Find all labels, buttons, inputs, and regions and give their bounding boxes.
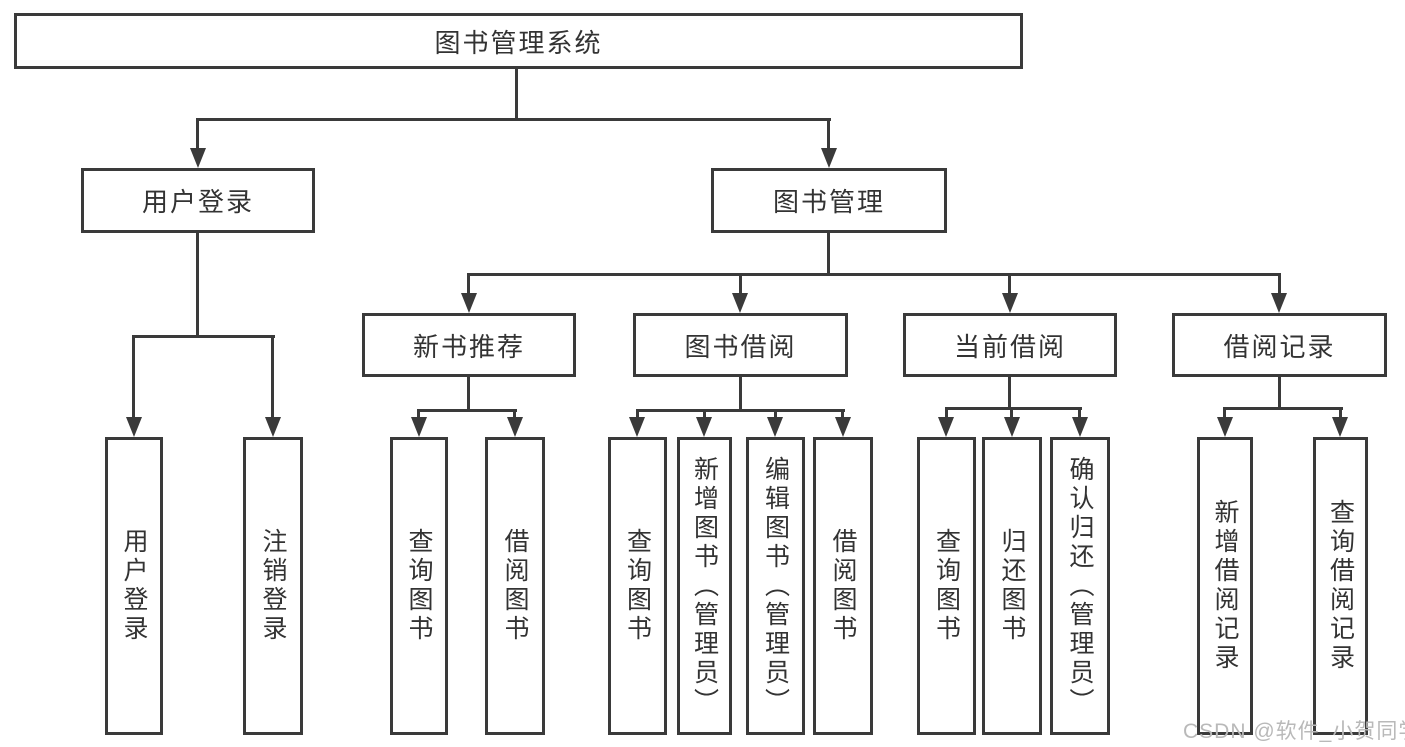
connector-line xyxy=(196,118,199,150)
arrowhead-down-icon xyxy=(265,417,281,437)
connector-line xyxy=(1223,407,1226,417)
connector-line xyxy=(1278,377,1281,407)
arrowhead-down-icon xyxy=(507,417,523,437)
connector-line xyxy=(271,335,274,417)
connector-line xyxy=(945,407,948,417)
connector-line xyxy=(703,409,706,417)
leaf-query-books-borrow: 查询图书 xyxy=(608,437,667,735)
connector-line xyxy=(132,335,275,338)
node-root: 图书管理系统 xyxy=(14,13,1023,69)
leaf-query-books-current: 查询图书 xyxy=(917,437,976,735)
arrowhead-down-icon xyxy=(1004,417,1020,437)
arrowhead-down-icon xyxy=(767,417,783,437)
connector-line xyxy=(1008,273,1011,293)
connector-line xyxy=(132,335,135,417)
arrowhead-down-icon xyxy=(1002,293,1018,313)
arrowhead-down-icon xyxy=(821,148,837,168)
arrowhead-down-icon xyxy=(629,417,645,437)
leaf-return-books: 归还图书 xyxy=(982,437,1042,735)
leaf-add-borrow-record: 新增借阅记录 xyxy=(1197,437,1253,735)
arrowhead-down-icon xyxy=(938,417,954,437)
connector-line xyxy=(467,273,1281,276)
connector-line xyxy=(196,118,831,121)
connector-line xyxy=(1278,273,1281,293)
connector-line xyxy=(417,409,517,412)
node-current-borrow: 当前借阅 xyxy=(903,313,1117,377)
arrowhead-down-icon xyxy=(411,417,427,437)
connector-line xyxy=(1223,407,1343,410)
arrowhead-down-icon xyxy=(1271,293,1287,313)
arrowhead-down-icon xyxy=(461,293,477,313)
arrowhead-down-icon xyxy=(835,417,851,437)
arrowhead-down-icon xyxy=(1072,417,1088,437)
connector-line xyxy=(945,407,1082,410)
connector-line xyxy=(827,233,830,273)
connector-line xyxy=(739,273,742,293)
node-new-book-recommend: 新书推荐 xyxy=(362,313,576,377)
connector-line xyxy=(513,409,516,417)
leaf-user-login: 用户登录 xyxy=(105,437,163,735)
connector-line xyxy=(636,409,639,417)
connector-line xyxy=(774,409,777,417)
leaf-confirm-return-admin: 确认归还（管理员） xyxy=(1050,437,1110,735)
leaf-borrow-books: 借阅图书 xyxy=(813,437,873,735)
arrowhead-down-icon xyxy=(732,293,748,313)
arrowhead-down-icon xyxy=(126,417,142,437)
connector-line xyxy=(467,273,470,293)
leaf-query-borrow-record: 查询借阅记录 xyxy=(1313,437,1368,735)
connector-line xyxy=(827,118,830,150)
arrowhead-down-icon xyxy=(1332,417,1348,437)
connector-line xyxy=(417,409,420,417)
node-book-borrow: 图书借阅 xyxy=(633,313,848,377)
connector-line xyxy=(515,69,518,118)
leaf-query-books-recommend: 查询图书 xyxy=(390,437,448,735)
connector-line xyxy=(841,409,844,417)
leaf-borrow-books-recommend: 借阅图书 xyxy=(485,437,545,735)
watermark-text: CSDN @软件_小贺同学 xyxy=(1183,720,1405,743)
connector-line xyxy=(1008,377,1011,407)
arrowhead-down-icon xyxy=(190,148,206,168)
leaf-logout: 注销登录 xyxy=(243,437,303,735)
connector-line xyxy=(1339,407,1342,417)
connector-line xyxy=(739,377,742,409)
node-book-management: 图书管理 xyxy=(711,168,947,233)
connector-line xyxy=(196,233,199,335)
arrowhead-down-icon xyxy=(696,417,712,437)
connector-line xyxy=(636,409,845,412)
node-borrow-records: 借阅记录 xyxy=(1172,313,1387,377)
leaf-edit-book-admin: 编辑图书（管理员） xyxy=(746,437,805,735)
leaf-add-book-admin: 新增图书（管理员） xyxy=(677,437,732,735)
arrowhead-down-icon xyxy=(1217,417,1233,437)
node-user-login: 用户登录 xyxy=(81,168,315,233)
connector-line xyxy=(1078,407,1081,417)
connector-line xyxy=(467,377,470,409)
connector-line xyxy=(1010,407,1013,417)
